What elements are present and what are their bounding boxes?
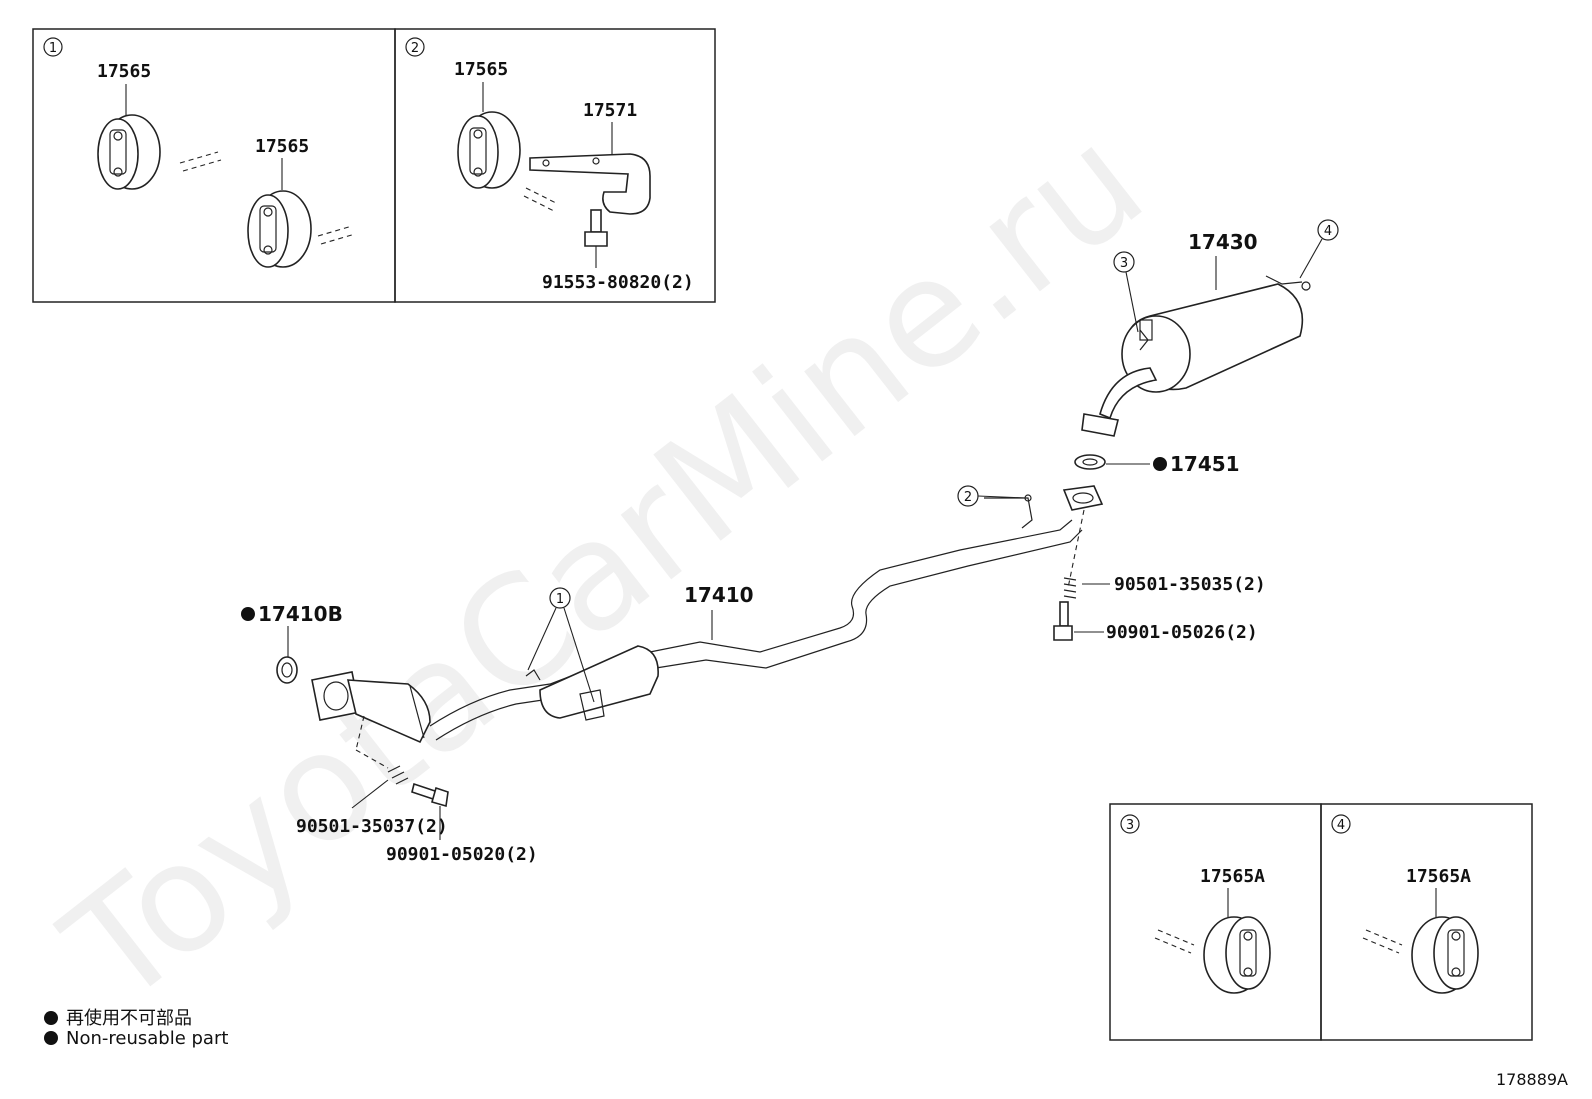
spring-icon	[1063, 577, 1077, 599]
legend-jp: 再使用不可部品	[44, 1004, 192, 1030]
hanger-rubber-icon	[247, 190, 312, 268]
detail-box-4: 4 17565A	[1320, 803, 1533, 1041]
detail-box-3: 3 17565A	[1109, 803, 1322, 1041]
label-17410B: 17410B	[258, 602, 343, 626]
ref-1-callout: 1	[556, 592, 564, 607]
ref-3-callout: 3	[1120, 256, 1128, 271]
figure-id: 178889A	[1495, 1070, 1568, 1089]
label-17430: 17430	[1188, 230, 1258, 254]
label-17410: 17410	[684, 583, 754, 607]
label-90501-35035: 90501-35035(2)	[1114, 574, 1266, 595]
label-17565-b: 17565	[255, 136, 309, 157]
legend-jp-text: 再使用不可部品	[66, 1008, 192, 1029]
non-reusable-dot	[1153, 457, 1167, 471]
label-17451: 17451	[1170, 452, 1240, 476]
bolt-icon	[1053, 601, 1073, 641]
bullet-dot-icon	[44, 1011, 58, 1025]
bolt-icon	[584, 209, 608, 247]
detail-ref-3: 3	[1126, 818, 1134, 833]
label-17565-a: 17565	[97, 61, 151, 82]
legend-en: Non-reusable part	[44, 1028, 228, 1049]
hanger-rubber-icon	[1203, 916, 1271, 994]
non-reusable-dot	[241, 607, 255, 621]
label-90901-05026: 90901-05026(2)	[1106, 622, 1258, 643]
detail-ref-1: 1	[49, 41, 57, 56]
legend-en-text: Non-reusable part	[66, 1028, 229, 1049]
label-90901-05020: 90901-05020(2)	[386, 844, 538, 865]
label-17571: 17571	[583, 100, 637, 121]
spring-icon	[387, 765, 409, 785]
bolt-icon	[411, 782, 449, 808]
bracket-icon	[529, 153, 651, 215]
label-91553-80820: 91553-80820(2)	[542, 272, 694, 293]
label-17565A-b: 17565A	[1406, 866, 1471, 887]
hanger-rubber-icon	[97, 114, 161, 190]
label-17565A-a: 17565A	[1200, 866, 1265, 887]
ref-4-callout: 4	[1324, 224, 1332, 239]
ref-2-callout: 2	[964, 490, 972, 505]
bullet-dot-icon	[44, 1031, 58, 1045]
detail-box-2: 2 17565 17571 91553-80820(2)	[394, 28, 716, 303]
hanger-rubber-icon	[457, 111, 521, 189]
gasket-ring-icon	[276, 656, 298, 684]
label-90501-35037: 90501-35037(2)	[296, 816, 448, 837]
muffler-assembly	[1081, 275, 1311, 437]
detail-ref-2: 2	[411, 41, 419, 56]
detail-ref-4: 4	[1337, 818, 1345, 833]
hanger-rubber-icon	[1411, 916, 1479, 994]
gasket-ring-icon	[1074, 454, 1106, 470]
label-17565-c: 17565	[454, 59, 508, 80]
exhaust-pipe-assembly	[311, 485, 1104, 744]
detail-box-1: 1 17565 17565	[32, 28, 396, 303]
